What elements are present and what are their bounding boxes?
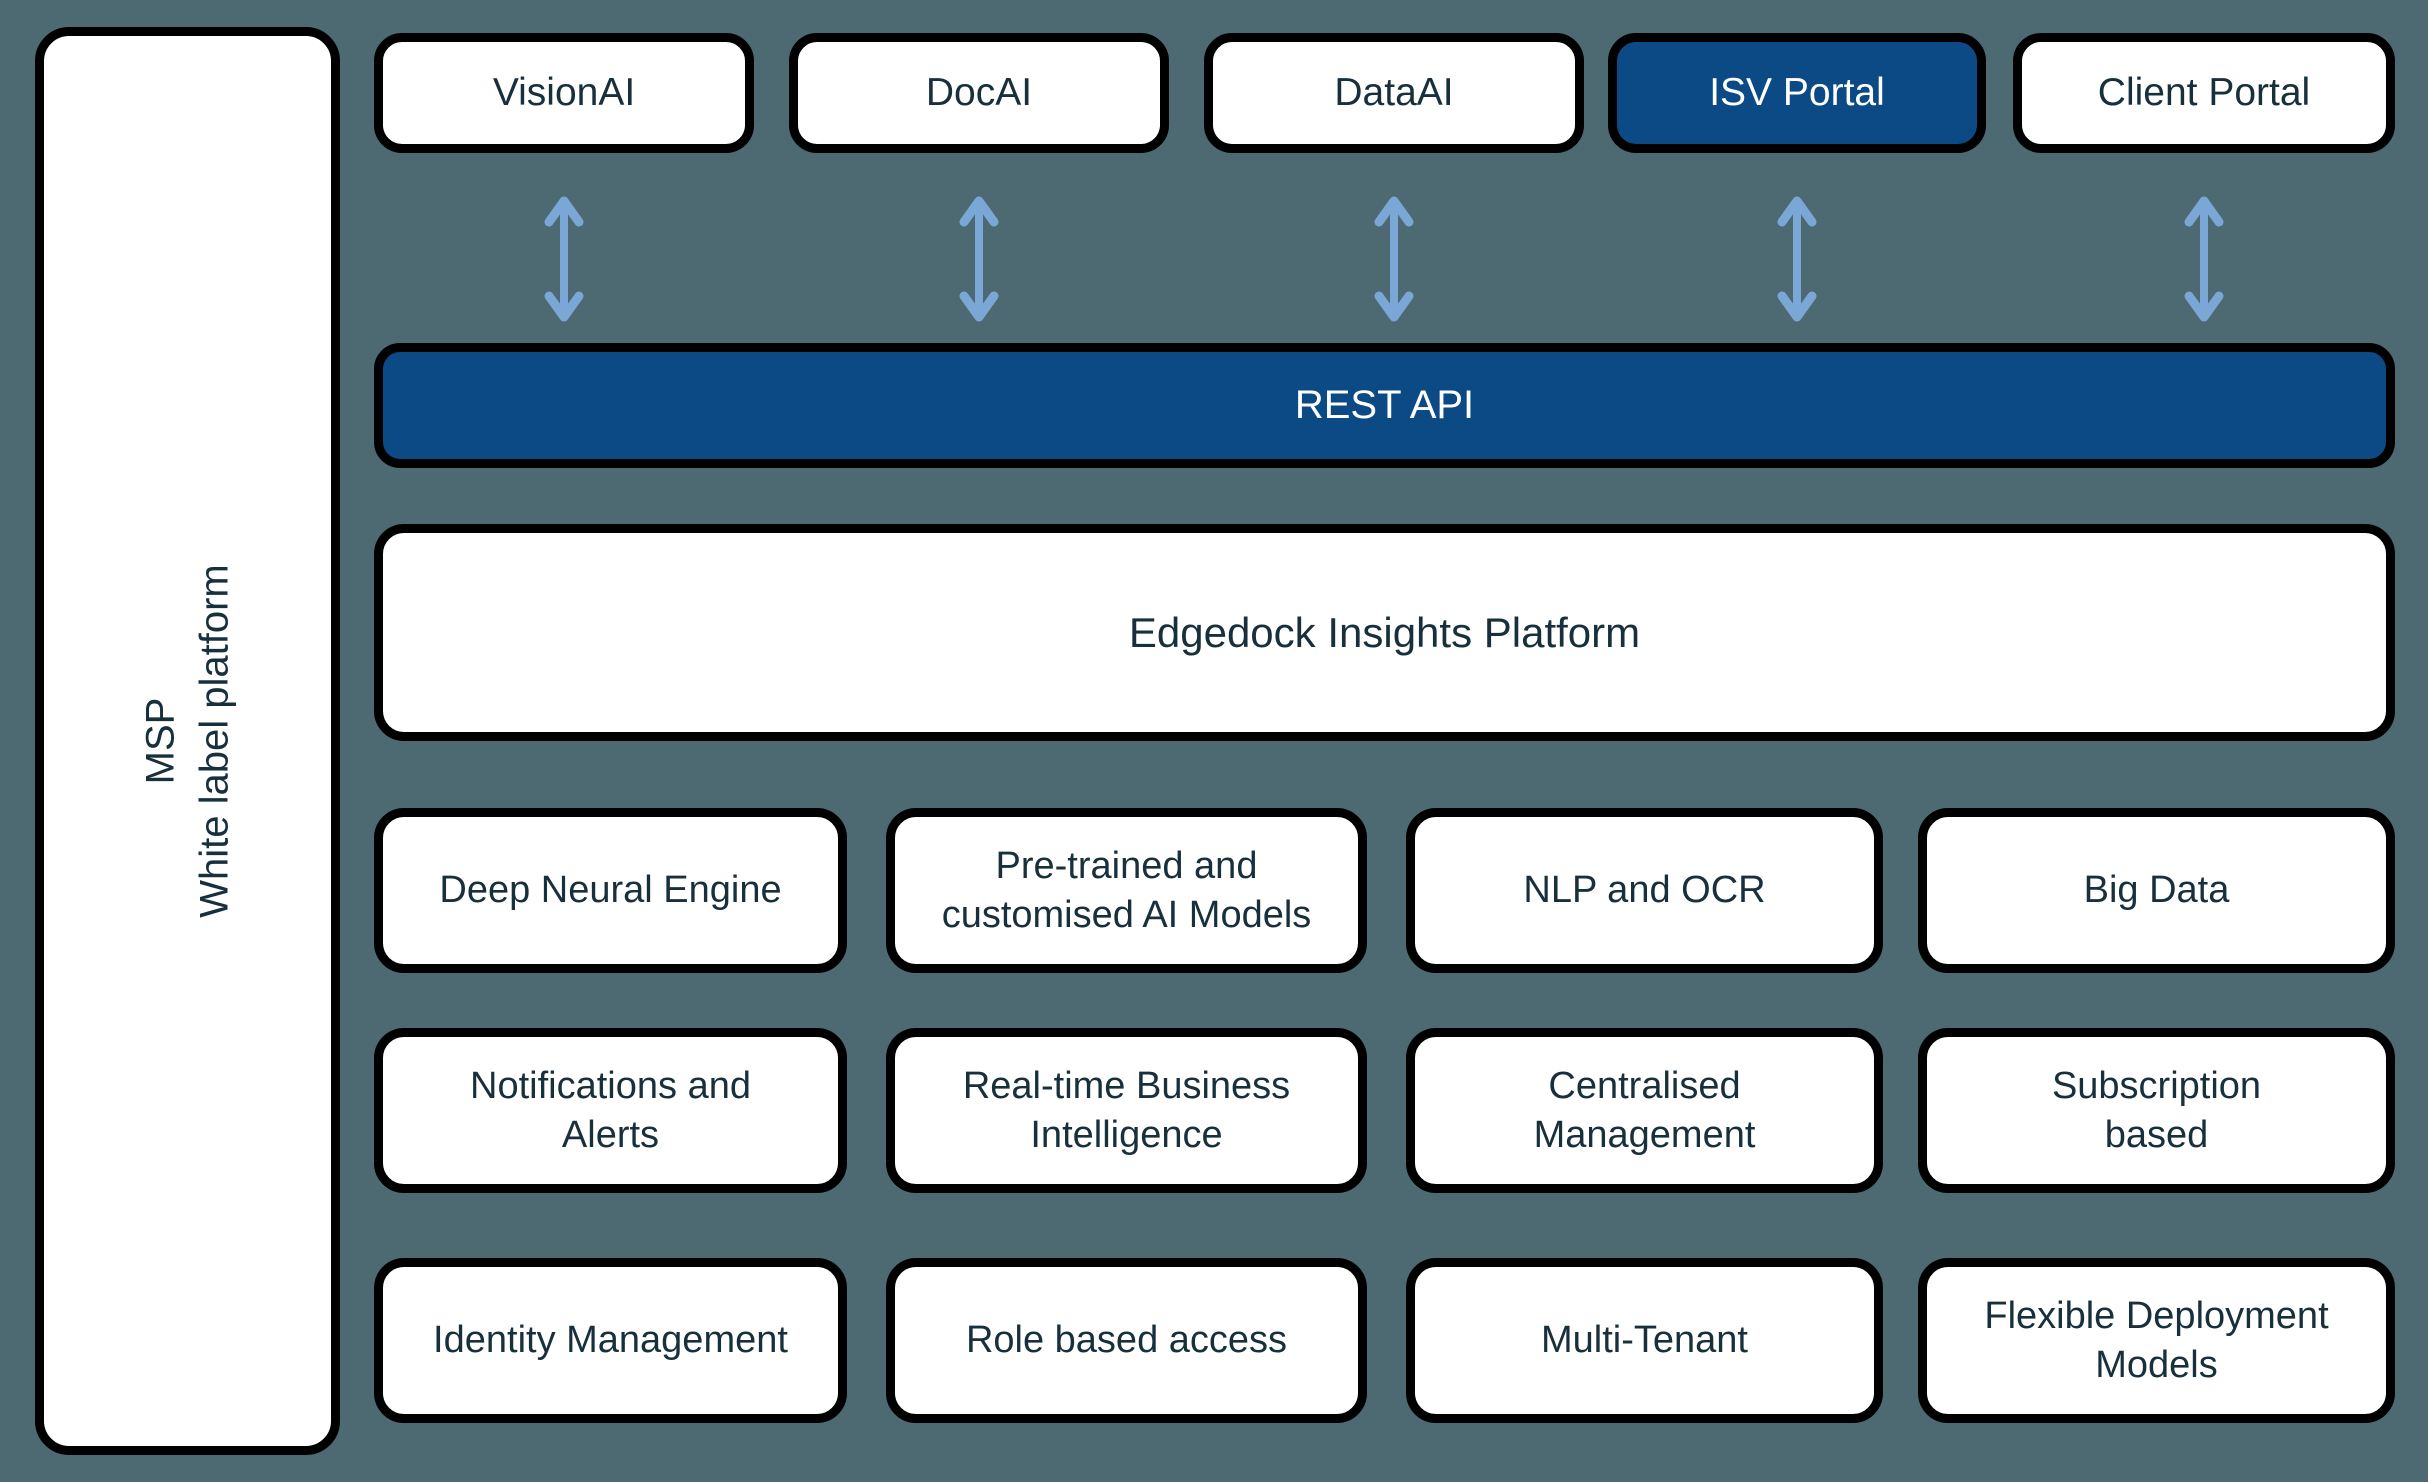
rest-api-layer[interactable]: REST API [374,343,2395,468]
capability-notifications-and-alerts[interactable]: Notifications and Alerts [374,1028,847,1193]
app-card-client-portal[interactable]: Client Portal [2013,33,2395,153]
capability-label: Multi-Tenant [1541,1319,1748,1362]
capability-centralised-management[interactable]: Centralised Management [1406,1028,1883,1193]
msp-label-line1: MSP [138,697,183,785]
double-headed-arrow-icon [2184,196,2224,322]
app-card-visionai[interactable]: VisionAI [374,33,754,153]
double-headed-arrow-icon [1777,196,1817,322]
capability-big-data[interactable]: Big Data [1918,808,2395,973]
capability-label: Pre-trained and customised AI Models [941,844,1312,936]
capability-label: Subscription based [2051,1064,2262,1156]
double-headed-arrow-icon [959,196,999,322]
capability-label: Centralised Management [1533,1064,1756,1156]
insights-platform-layer[interactable]: Edgedock Insights Platform [374,524,2395,741]
capability-label: Identity Management [433,1319,788,1362]
msp-label-line2: White label platform [192,564,237,918]
capability-label: Deep Neural Engine [439,869,782,912]
rest-api-label: REST API [1294,382,1475,427]
insights-platform-label: Edgedock Insights Platform [1128,608,1641,656]
capability-role-based-access[interactable]: Role based access [886,1258,1367,1423]
capability-pretrained-ai-models[interactable]: Pre-trained and customised AI Models [886,808,1367,973]
capability-label: Flexible Deployment Models [1984,1294,2329,1386]
capability-multi-tenant[interactable]: Multi-Tenant [1406,1258,1883,1423]
msp-white-label-panel[interactable]: MSP White label platform [35,27,340,1455]
capability-label: Big Data [2083,869,2230,912]
capability-label: Real-time Business Intelligence [962,1064,1291,1156]
app-card-isv-portal[interactable]: ISV Portal [1608,33,1986,153]
capability-label: NLP and OCR [1523,869,1766,912]
capability-nlp-and-ocr[interactable]: NLP and OCR [1406,808,1883,973]
capability-identity-management[interactable]: Identity Management [374,1258,847,1423]
app-card-label: VisionAI [492,71,636,115]
app-card-dataai[interactable]: DataAI [1204,33,1584,153]
app-card-label: DataAI [1334,71,1454,115]
app-card-docai[interactable]: DocAI [789,33,1169,153]
capability-flexible-deployment-models[interactable]: Flexible Deployment Models [1918,1258,2395,1423]
capability-deep-neural-engine[interactable]: Deep Neural Engine [374,808,847,973]
app-card-label: Client Portal [2097,71,2311,115]
app-card-label: ISV Portal [1709,71,1885,115]
msp-panel-label: MSP White label platform [134,564,242,917]
capability-label: Role based access [965,1319,1288,1362]
capability-label: Notifications and Alerts [470,1064,751,1156]
double-headed-arrow-icon [544,196,584,322]
capability-subscription-based[interactable]: Subscription based [1918,1028,2395,1193]
app-card-label: DocAI [925,71,1033,115]
capability-realtime-business-intelligence[interactable]: Real-time Business Intelligence [886,1028,1367,1193]
double-headed-arrow-icon [1374,196,1414,322]
